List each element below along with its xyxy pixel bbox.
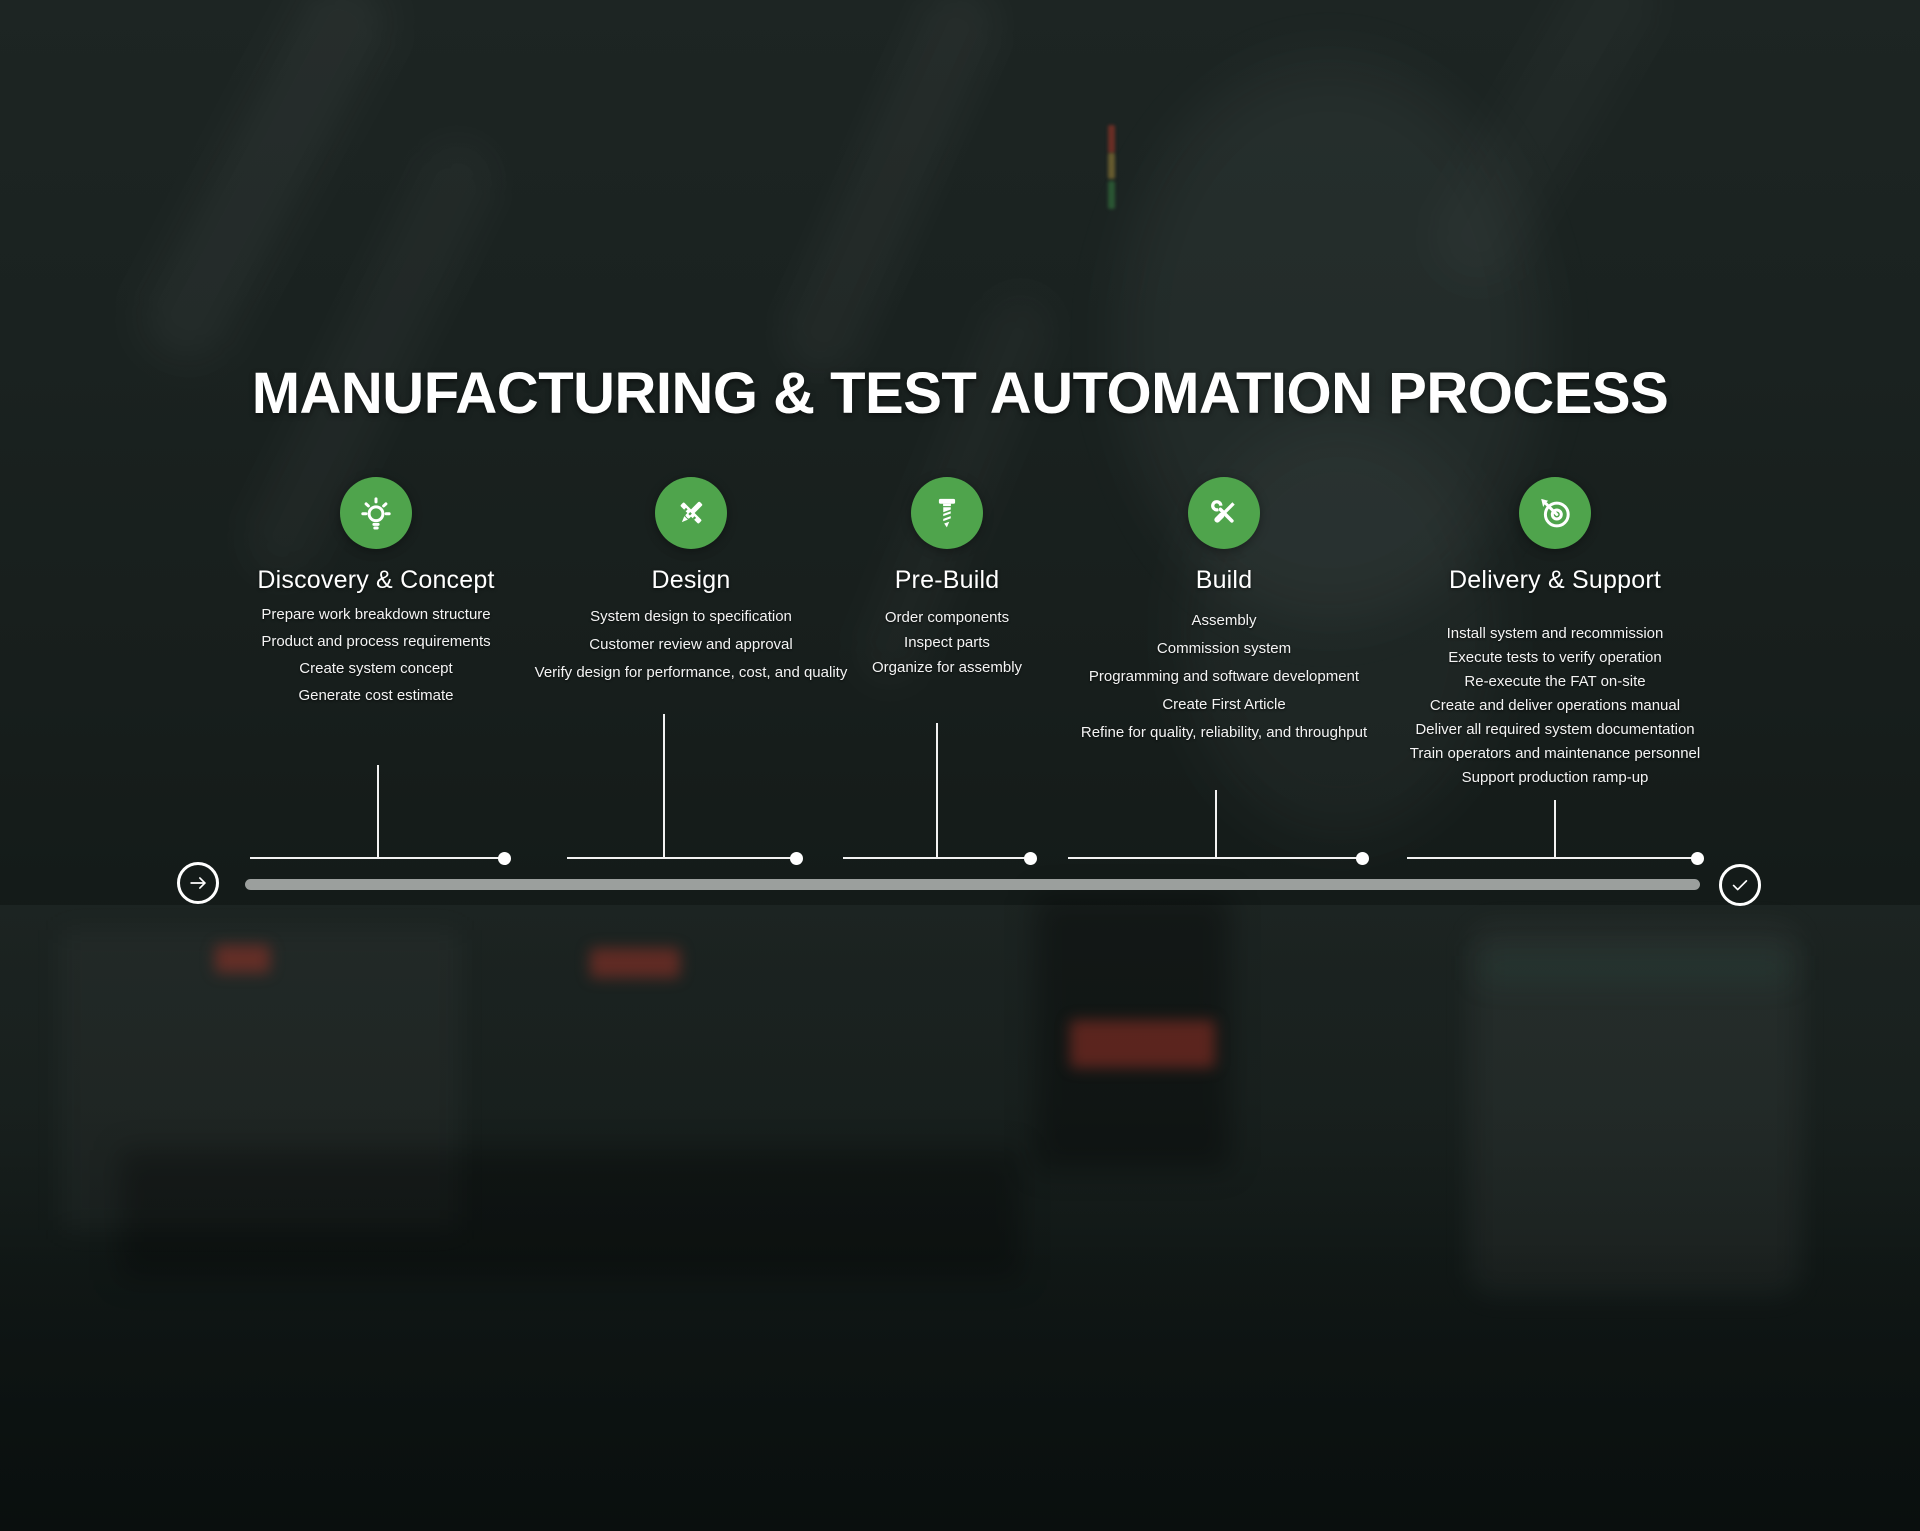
stage-connector-dot [1024, 852, 1037, 865]
stage-connector-stem [1215, 790, 1217, 858]
stage-title: Discovery & Concept [257, 566, 495, 594]
timeline-end-circle [1719, 864, 1761, 906]
stage-connector-stem [1554, 800, 1556, 858]
stage-bullets: System design to specification Customer … [524, 603, 858, 687]
stage-connector-line [1068, 857, 1362, 859]
bg-factory-floor [0, 905, 1920, 1265]
stage-connector-dot [1691, 852, 1704, 865]
stage-bullet: Train operators and maintenance personne… [1409, 745, 1701, 762]
stage-bullets: Prepare work breakdown structure Product… [236, 601, 516, 709]
stage-bullet: Programming and software development [1088, 668, 1360, 685]
stage-bullet: Verify design for performance, cost, and… [534, 664, 848, 681]
bg-machine-column [1035, 895, 1230, 1170]
bg-bottom-fade [0, 1240, 1920, 1531]
timeline-start-circle [177, 862, 219, 904]
arrow-right-icon [190, 877, 206, 889]
page-title: MANUFACTURING & TEST AUTOMATION PROCESS [251, 360, 1669, 426]
stage-bullet: Support production ramp-up [1461, 769, 1649, 786]
stage-bullet: Commission system [1156, 640, 1292, 657]
stage-bullet: System design to specification [590, 608, 792, 625]
stage-connector-dot [1356, 852, 1369, 865]
stage-icon-circle [1519, 477, 1591, 549]
stage-connector-dot [498, 852, 511, 865]
timeline-bar [245, 879, 1700, 890]
stage-bullet: Create First Article [1162, 696, 1286, 713]
stage-icon-circle [1188, 477, 1260, 549]
stage-bullets: Order components Inspect parts Organize … [827, 605, 1067, 680]
wrench-screwdriver-icon [1211, 500, 1235, 523]
check-icon [1732, 880, 1748, 891]
stage-bullet: Prepare work breakdown structure [261, 606, 491, 623]
stage-connector-stem [936, 723, 938, 858]
stage-bullet: Product and process requirements [261, 633, 491, 650]
stage-connector-line [843, 857, 1030, 859]
stage-bullet: Customer review and approval [589, 636, 793, 653]
stage-bullet: Re-execute the FAT on-site [1464, 673, 1646, 690]
bg-red-part [215, 945, 270, 973]
stage-bullets: Install system and recommission Execute … [1398, 622, 1712, 790]
bg-stack-light-red [1108, 125, 1115, 153]
stage-discovery-concept: Discovery & Concept Prepare work breakdo… [236, 477, 516, 709]
bg-machine-block [60, 930, 460, 1230]
stage-bullet: Organize for assembly [871, 659, 1023, 676]
stage-bullet: Create and deliver operations manual [1429, 697, 1681, 714]
stage-connector-stem [377, 765, 379, 858]
stage-title: Pre-Build [894, 566, 1000, 594]
stage-title: Build [1195, 566, 1253, 594]
screw-icon [938, 498, 956, 528]
stage-connector-stem [663, 714, 665, 858]
pencil-ruler-icon [680, 501, 703, 524]
stage-connector-line [1407, 857, 1697, 859]
bg-stack-light-amber [1108, 153, 1115, 179]
stage-bullet: Refine for quality, reliability, and thr… [1080, 724, 1368, 741]
stage-title: Delivery & Support [1448, 566, 1662, 594]
stage-icon-circle [340, 477, 412, 549]
stage-delivery-support: Delivery & Support Install system and re… [1398, 477, 1712, 790]
bg-stack-light-green [1108, 181, 1115, 209]
bg-conveyor [120, 1150, 1020, 1280]
stage-build: Build Assembly Commission system Program… [1067, 477, 1381, 747]
stage-bullet: Order components [884, 609, 1010, 626]
bg-machine-cap [1480, 955, 1790, 981]
stage-bullet: Create system concept [299, 660, 453, 677]
stage-bullet: Deliver all required system documentatio… [1415, 721, 1695, 738]
bg-light-streak [126, 0, 404, 377]
stage-pre-build: Pre-Build Order components Inspect parts… [827, 477, 1067, 680]
stage-bullet: Assembly [1191, 612, 1257, 629]
stage-design: Design System design to specification Cu… [524, 477, 858, 687]
stage-icon-circle [655, 477, 727, 549]
bg-red-part [1070, 1020, 1215, 1068]
stage-icon-circle [911, 477, 983, 549]
lightbulb-icon [361, 497, 391, 530]
bg-machine-column [1470, 925, 1800, 1295]
stage-bullet: Generate cost estimate [298, 687, 454, 704]
bg-light-streak [768, 0, 1012, 388]
bg-red-part [590, 948, 680, 978]
bg-light-streak [1416, 0, 1674, 298]
stage-connector-line [250, 857, 504, 859]
stage-bullets: Assembly Commission system Programming a… [1067, 607, 1381, 747]
target-arrow-icon [1541, 498, 1570, 528]
stage-title: Design [651, 566, 731, 594]
stage-connector-line [567, 857, 796, 859]
stage-connector-dot [790, 852, 803, 865]
stage-bullet: Install system and recommission [1446, 625, 1664, 642]
stage-bullet: Inspect parts [904, 634, 990, 651]
stage-bullet: Execute tests to verify operation [1448, 649, 1662, 666]
